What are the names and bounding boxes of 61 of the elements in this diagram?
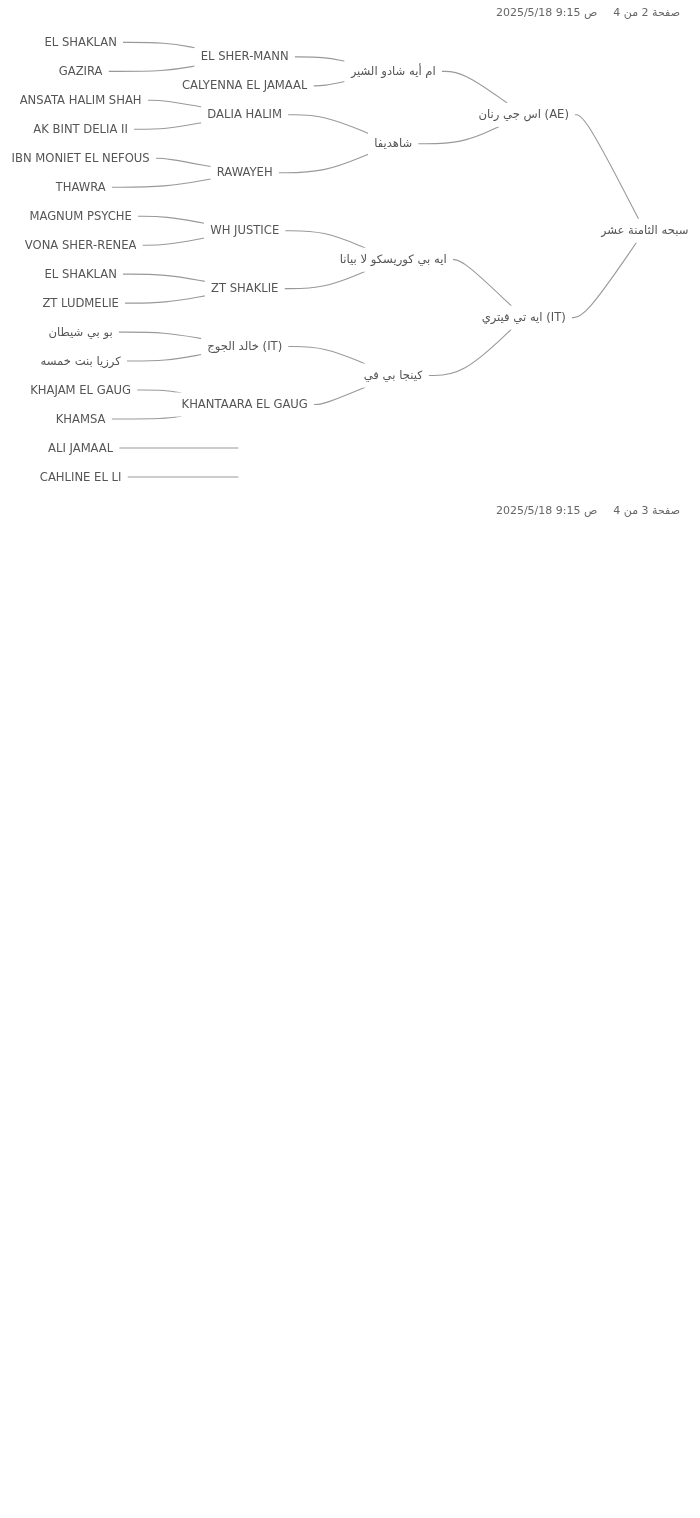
connector: [133, 122, 203, 130]
connector: [277, 153, 369, 174]
connector: [122, 41, 196, 49]
node-text: RAWAYEH: [216, 165, 273, 180]
node-text: EL SHAKLAN: [44, 266, 117, 281]
node-text: MAGNUM PSYCHE: [29, 208, 132, 223]
node-text: VONA SHER-RENEA: [24, 237, 137, 252]
node-text: ALI JAMAAL: [48, 440, 114, 455]
connector: [417, 125, 500, 145]
node-text: بو بي شيطان: [48, 324, 113, 339]
node-text: ام أيه شادو الشير: [350, 64, 436, 78]
node-text: KHAJAM EL GAUG: [30, 382, 132, 397]
node-text: ANSATA HALIM SHAH: [19, 93, 142, 107]
node-text: كينجا بي في: [363, 368, 423, 383]
node-text: CAHLINE EL LI: [39, 469, 122, 484]
connector: [126, 476, 240, 478]
connector: [110, 178, 212, 188]
node-text: ZT SHAKLIE: [210, 281, 279, 296]
connector: [283, 270, 366, 290]
node-text: خالد الجوج (IT): [207, 339, 283, 354]
print-date: 2025/5/18 9:15 ص: [495, 504, 598, 518]
node-text: THAWRA: [55, 179, 106, 194]
node-text: ايه بي كوريسكو لا بيانا: [339, 252, 447, 267]
connector: [107, 65, 196, 72]
node-text: KHANTAARA EL GAUG: [181, 397, 308, 412]
connector: [451, 259, 513, 307]
node-text: IBN MONIET EL NEFOUS: [11, 151, 150, 165]
connector: [293, 56, 346, 62]
connector: [146, 99, 203, 108]
node-text: كرزيا بنت خمسه: [40, 353, 121, 368]
connector: [154, 157, 212, 168]
print-date: 2025/5/18 9:15 ص: [495, 6, 598, 19]
connector: [574, 114, 640, 220]
page-number: صفحة 2 من 4: [613, 6, 680, 19]
node-text: سبحه الثامنة عشر: [600, 223, 689, 238]
connector: [122, 273, 206, 282]
connector: [284, 230, 366, 249]
connector: [118, 447, 240, 449]
node-text: WH JUSTICE: [210, 223, 280, 238]
node-text: GAZIRA: [58, 64, 103, 78]
node-text: ايه تي فيتري (IT): [481, 310, 566, 325]
node-text: CALYENNA EL JAMAAL: [181, 78, 308, 93]
node-text: DALIA HALIM: [207, 107, 283, 122]
node-text: EL SHAKLAN: [44, 35, 117, 49]
connector: [440, 70, 508, 104]
connector: [427, 328, 513, 377]
connector: [312, 80, 346, 87]
node-text: KHAMSA: [55, 411, 106, 426]
node-text: شاهديفا: [374, 136, 413, 151]
connector: [141, 237, 205, 246]
node-text: AK BINT DELIA II: [33, 122, 128, 136]
connector: [125, 353, 202, 362]
node-text: اس جي رنان (AE): [478, 107, 569, 122]
node-text: EL SHER-MANN: [200, 49, 289, 64]
connector: [137, 215, 205, 224]
page-number: صفحة 3 من 4: [613, 504, 680, 518]
connector: [124, 295, 206, 304]
connector: [118, 331, 202, 340]
connector: [571, 241, 638, 319]
node-text: ZT LUDMELIE: [42, 295, 119, 310]
connector: [287, 114, 369, 134]
